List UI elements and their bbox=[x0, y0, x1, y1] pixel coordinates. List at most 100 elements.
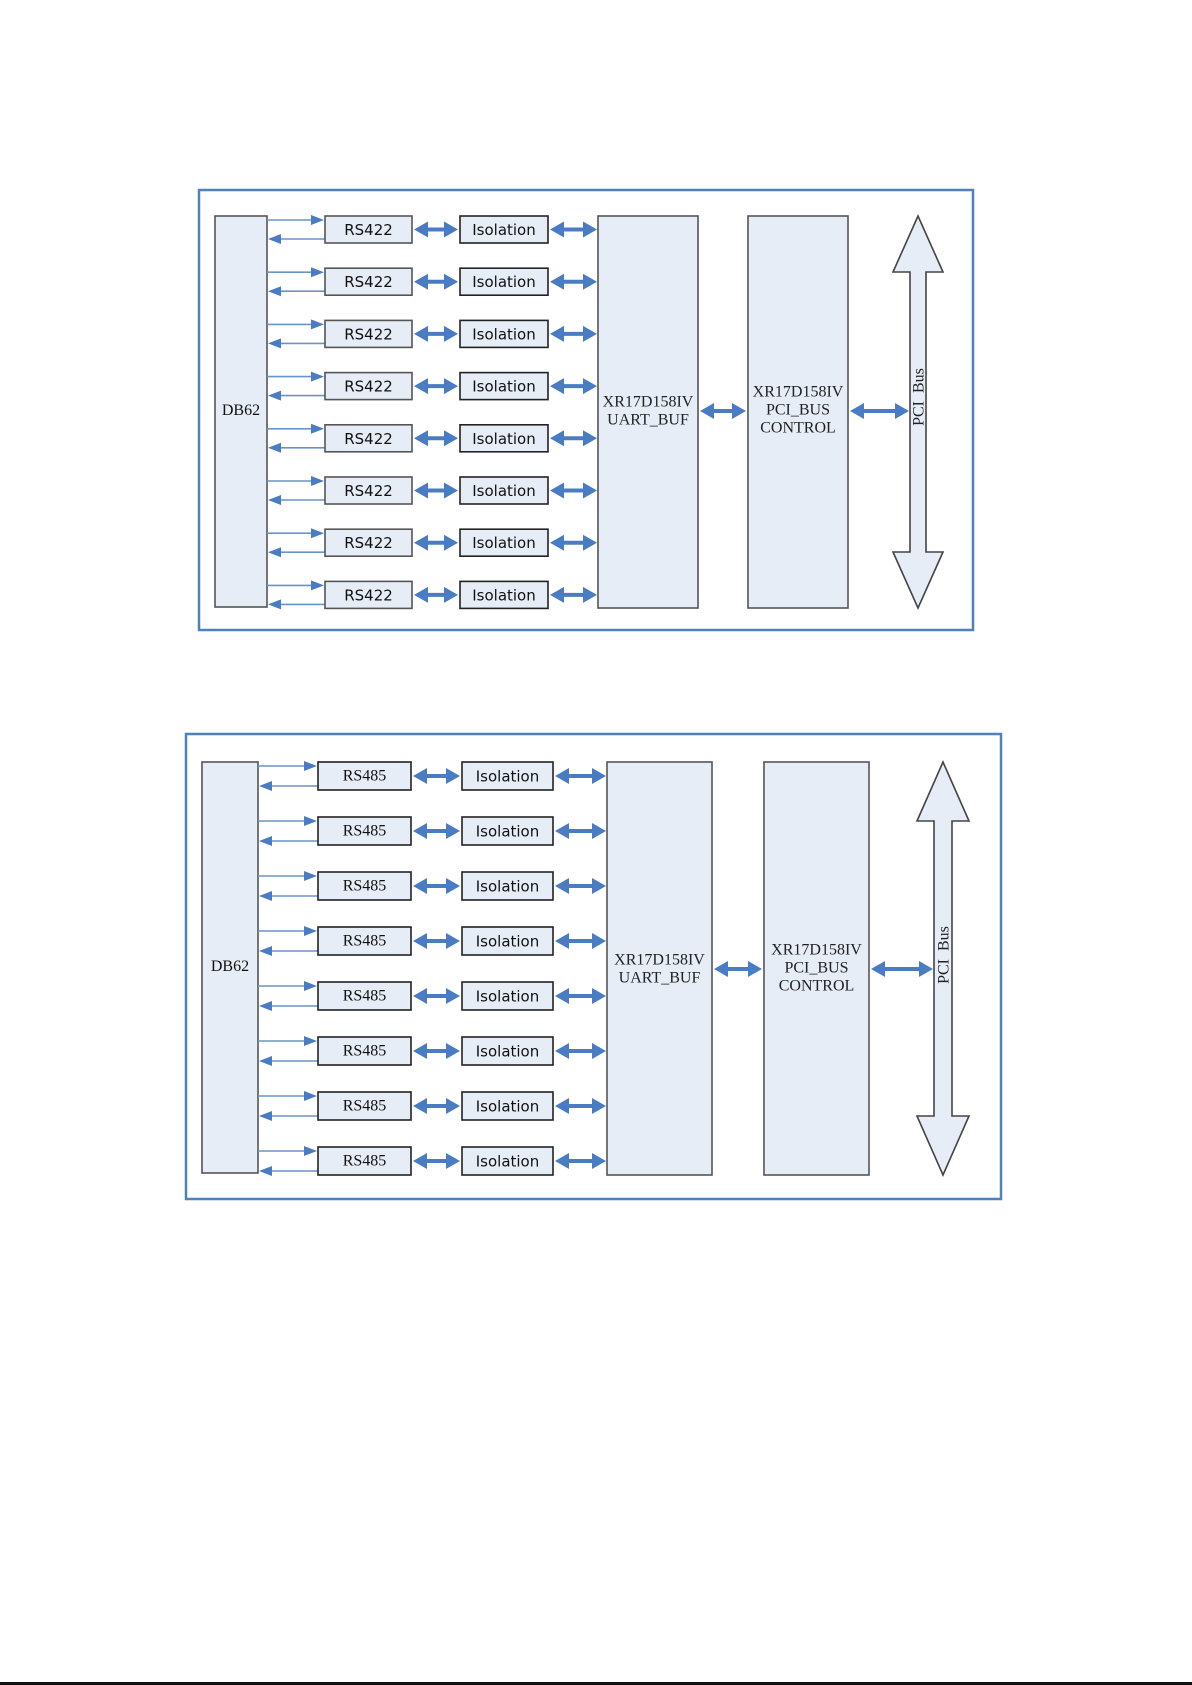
transceiver-block bbox=[317, 1036, 412, 1066]
db62-label: DB62 bbox=[211, 958, 249, 975]
isolation-block bbox=[459, 215, 549, 244]
arrowhead-right-icon bbox=[311, 215, 324, 225]
channel-row: RS485 Isolation bbox=[258, 981, 606, 1011]
arrowhead-left-icon bbox=[550, 378, 564, 395]
transceiver-block bbox=[324, 528, 413, 558]
arrowhead-right-icon bbox=[748, 961, 762, 977]
transceiver-block bbox=[324, 215, 413, 244]
isolation-block bbox=[459, 371, 549, 401]
db62-connector-block bbox=[214, 215, 268, 608]
arrowhead-right-icon bbox=[446, 1153, 460, 1169]
pci-control-label-line: CONTROL bbox=[779, 978, 855, 995]
arrowhead-left-icon bbox=[413, 1043, 427, 1059]
arrowhead-left-icon bbox=[550, 430, 564, 447]
arrowhead-right-icon bbox=[583, 482, 597, 499]
arrowhead-left-icon bbox=[555, 1043, 569, 1059]
transceiver-isolation-arrow bbox=[414, 534, 458, 551]
isolation-block bbox=[459, 580, 549, 610]
arrowhead-right-icon bbox=[444, 482, 458, 499]
isolation-block bbox=[461, 1036, 554, 1066]
isolation-label: Isolation bbox=[472, 430, 536, 448]
isolation-label: Isolation bbox=[472, 221, 536, 239]
transceiver-isolation-arrow bbox=[413, 878, 460, 894]
arrowhead-left-icon bbox=[550, 221, 564, 238]
channel-row: RS422 Isolation bbox=[267, 528, 597, 558]
arrowhead-right-icon bbox=[444, 221, 458, 238]
arrowhead-right-icon bbox=[444, 534, 458, 551]
isolation-label: Isolation bbox=[472, 534, 536, 552]
pci-bus-label: PCI Bus bbox=[936, 926, 953, 984]
arrowhead-right-icon bbox=[446, 878, 460, 894]
pci-bus-control-block bbox=[747, 215, 849, 609]
arrowhead-right-icon bbox=[311, 423, 324, 434]
arrowhead-left-icon bbox=[714, 961, 728, 977]
transceiver-label: RS485 bbox=[343, 1098, 387, 1115]
isolation-label: Isolation bbox=[472, 586, 536, 604]
transceiver-label: RS422 bbox=[344, 482, 393, 500]
arrowhead-left-icon bbox=[259, 1166, 272, 1176]
arrowhead-right-icon bbox=[583, 534, 597, 551]
transceiver-label: RS422 bbox=[344, 586, 393, 604]
isolation-label: Isolation bbox=[476, 1043, 540, 1061]
isolation-block bbox=[459, 267, 549, 297]
transceiver-label: RS422 bbox=[344, 221, 393, 239]
arrowhead-right-icon bbox=[919, 961, 933, 977]
arrowhead-right-icon bbox=[304, 981, 317, 991]
arrowhead-right-icon bbox=[583, 430, 597, 447]
isolation-uart-arrow bbox=[555, 1153, 606, 1169]
uart-label-line: XR17D158IV bbox=[614, 952, 705, 969]
transceiver-isolation-arrow bbox=[413, 988, 460, 1004]
isolation-block bbox=[461, 981, 554, 1011]
transceiver-label: RS485 bbox=[343, 933, 387, 950]
arrowhead-left-icon bbox=[414, 586, 428, 603]
arrowhead-right-icon bbox=[895, 403, 909, 419]
pci-control-label-line: CONTROL bbox=[760, 420, 836, 437]
isolation-label: Isolation bbox=[476, 768, 540, 786]
transceiver-label: RS485 bbox=[343, 823, 387, 840]
channel-row: RS422 Isolation bbox=[267, 215, 597, 244]
transceiver-block bbox=[324, 319, 413, 349]
transceiver-isolation-arrow bbox=[413, 768, 460, 784]
arrowhead-left-icon bbox=[414, 430, 428, 447]
isolation-block bbox=[461, 926, 554, 956]
arrowhead-left-icon bbox=[414, 273, 428, 290]
arrowhead-left-icon bbox=[268, 286, 281, 297]
isolation-block bbox=[461, 816, 554, 846]
uart-label-line: UART_BUF bbox=[619, 970, 701, 987]
arrowhead-right-icon bbox=[583, 586, 597, 603]
arrowhead-right-icon bbox=[304, 1146, 317, 1156]
db62-label: DB62 bbox=[222, 402, 260, 419]
arrowhead-right-icon bbox=[446, 768, 460, 784]
arrowhead-left-icon bbox=[259, 1111, 272, 1121]
isolation-label: Isolation bbox=[476, 988, 540, 1006]
transceiver-isolation-arrow bbox=[414, 273, 458, 290]
transceiver-isolation-arrow bbox=[413, 1153, 460, 1169]
arrowhead-right-icon bbox=[444, 273, 458, 290]
transceiver-isolation-arrow bbox=[413, 1043, 460, 1059]
transceiver-block bbox=[317, 1146, 412, 1176]
arrowhead-right-icon bbox=[446, 933, 460, 949]
pci-control-label-line: PCI_BUS bbox=[766, 402, 830, 419]
arrowhead-right-icon bbox=[592, 823, 606, 839]
arrowhead-left-icon bbox=[555, 988, 569, 1004]
transceiver-block bbox=[324, 267, 413, 297]
arrowhead-right-icon bbox=[446, 1043, 460, 1059]
db62-connector-block bbox=[201, 761, 259, 1174]
arrowhead-right-icon bbox=[592, 768, 606, 784]
isolation-label: Isolation bbox=[476, 1153, 540, 1171]
transceiver-isolation-arrow bbox=[413, 933, 460, 949]
transceiver-block bbox=[317, 926, 412, 956]
transceiver-label: RS485 bbox=[343, 988, 387, 1005]
pci-bus-arrow-icon bbox=[915, 760, 971, 1177]
isolation-label: Isolation bbox=[472, 273, 536, 291]
arrowhead-right-icon bbox=[446, 823, 460, 839]
arrowhead-left-icon bbox=[555, 768, 569, 784]
arrowhead-left-icon bbox=[550, 534, 564, 551]
transceiver-label: RS422 bbox=[344, 534, 393, 552]
transceiver-isolation-arrow bbox=[414, 482, 458, 499]
